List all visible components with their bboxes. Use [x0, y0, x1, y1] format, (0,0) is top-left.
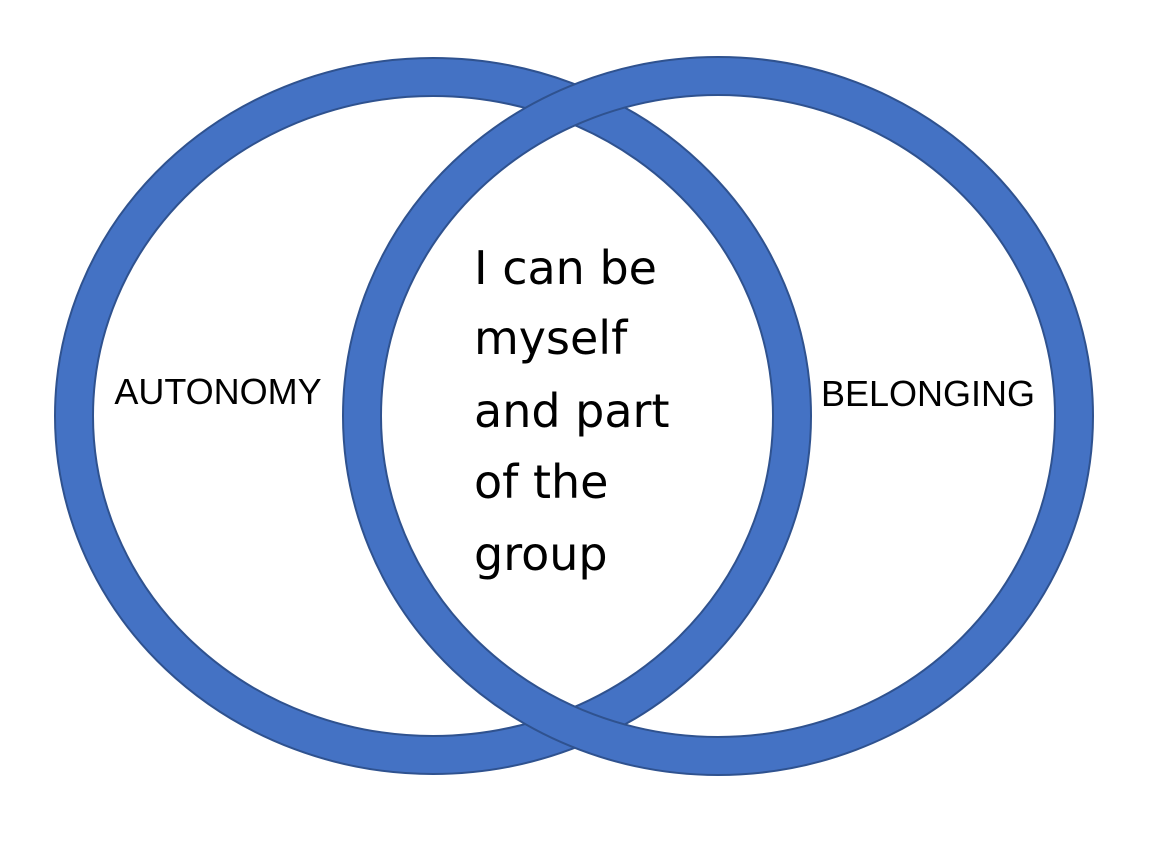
overlap-line: and part — [474, 384, 670, 438]
left-ring — [54, 57, 812, 775]
right-set-label: BELONGING — [821, 373, 1035, 414]
overlap-text: I can be myself and part of the group — [474, 241, 670, 581]
overlap-line: group — [474, 527, 608, 581]
overlap-line: myself — [474, 311, 629, 365]
overlap-line: of the — [474, 455, 608, 509]
right-ring — [342, 56, 1094, 776]
overlap-line: I can be — [474, 241, 657, 295]
left-set-label: AUTONOMY — [114, 371, 321, 412]
